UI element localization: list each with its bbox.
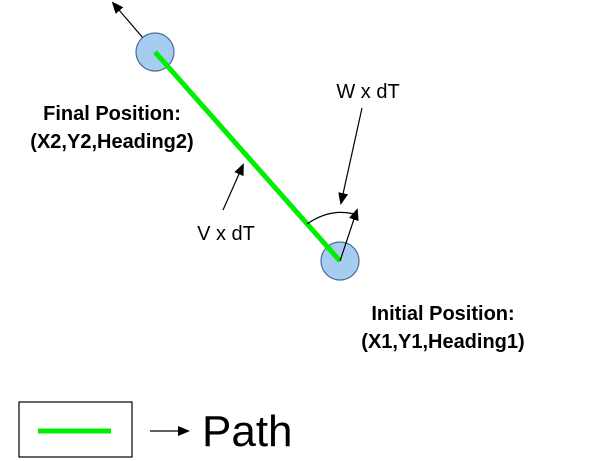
legend-path-label: Path [202, 407, 293, 456]
initial-position-coords: (X1,Y1,Heading1) [361, 331, 524, 353]
legend: Path [18, 401, 293, 458]
path-line [153, 50, 342, 263]
legend-box [18, 401, 133, 458]
angular-label: W x dT [336, 81, 399, 103]
velocity-label: V x dT [197, 223, 255, 245]
rotation-arc [306, 211, 355, 225]
initial-heading-arrow [339, 208, 359, 262]
initial-position-title: Initial Position: [371, 303, 514, 325]
final-position-coords: (X2,Y2,Heading2) [30, 131, 193, 153]
velocity-pointer-arrow [222, 163, 244, 211]
angular-pointer-arrow [338, 107, 363, 205]
final-position-title: Final Position: [43, 103, 181, 125]
